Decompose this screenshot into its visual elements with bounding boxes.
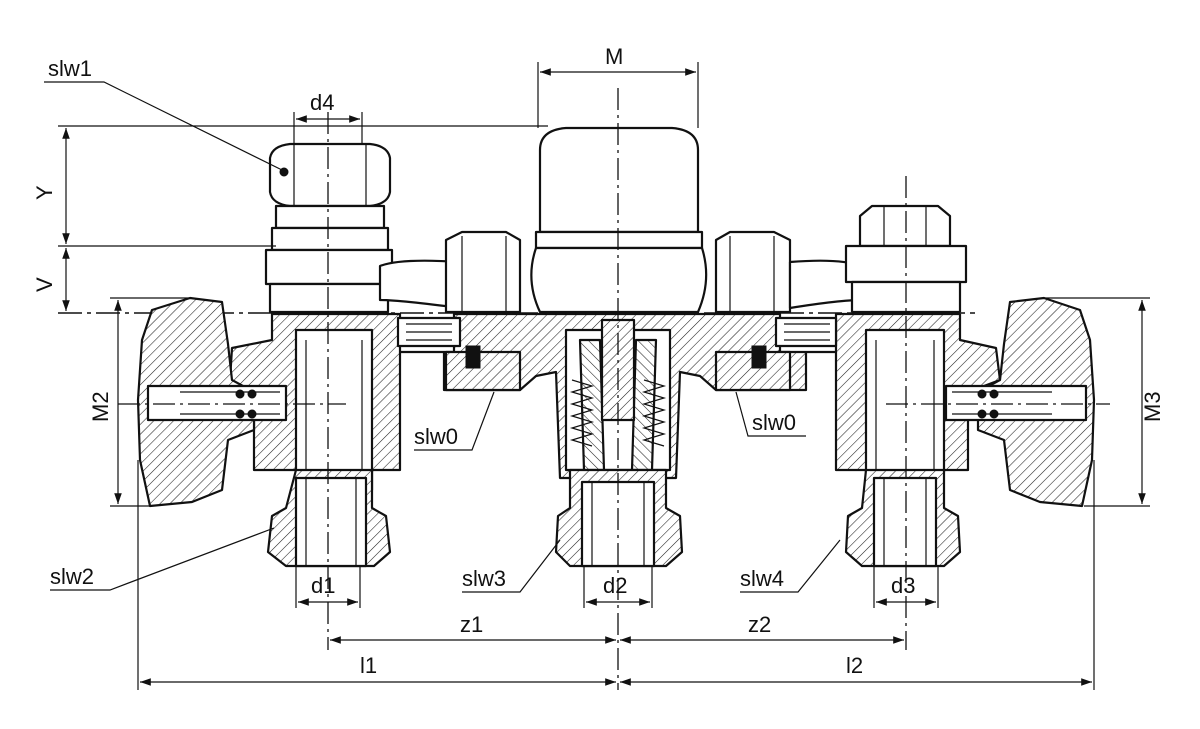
labels: M d4 slw1 Y V M2 M3 slw0 slw0 slw2 slw3 … <box>32 44 1165 678</box>
bottom-fittings <box>266 468 962 568</box>
label-d3: d3 <box>891 573 915 598</box>
left-union-ring <box>264 248 394 286</box>
label-d1: d1 <box>311 573 335 598</box>
label-slw0-left: slw0 <box>414 424 458 449</box>
label-slw3: slw3 <box>462 566 506 591</box>
label-d4: d4 <box>310 90 334 115</box>
left-cap-nut <box>444 230 522 314</box>
thermostatic-head <box>530 126 708 314</box>
leaders <box>44 81 841 593</box>
label-slw4: slw4 <box>740 566 784 591</box>
right-cap-nut <box>714 230 792 314</box>
center-lines <box>118 88 1110 690</box>
label-z2: z2 <box>748 612 771 637</box>
dimensions <box>58 62 1150 690</box>
label-slw2: slw2 <box>50 564 94 589</box>
label-l2: l2 <box>846 653 863 678</box>
label-slw1: slw1 <box>48 56 92 81</box>
label-l1: l1 <box>360 653 377 678</box>
label-z1: z1 <box>460 612 483 637</box>
top-exterior <box>264 126 968 314</box>
valve-body-section <box>228 312 1002 492</box>
left-compression-nut <box>268 142 392 252</box>
label-M: M <box>605 44 623 69</box>
label-M3: M3 <box>1140 391 1165 422</box>
label-slw0-right: slw0 <box>752 410 796 435</box>
right-handwheel <box>944 296 1096 508</box>
label-Y: Y <box>32 185 57 200</box>
label-d2: d2 <box>603 573 627 598</box>
left-handwheel <box>136 296 288 508</box>
label-V: V <box>32 277 57 292</box>
label-M2: M2 <box>88 391 113 422</box>
